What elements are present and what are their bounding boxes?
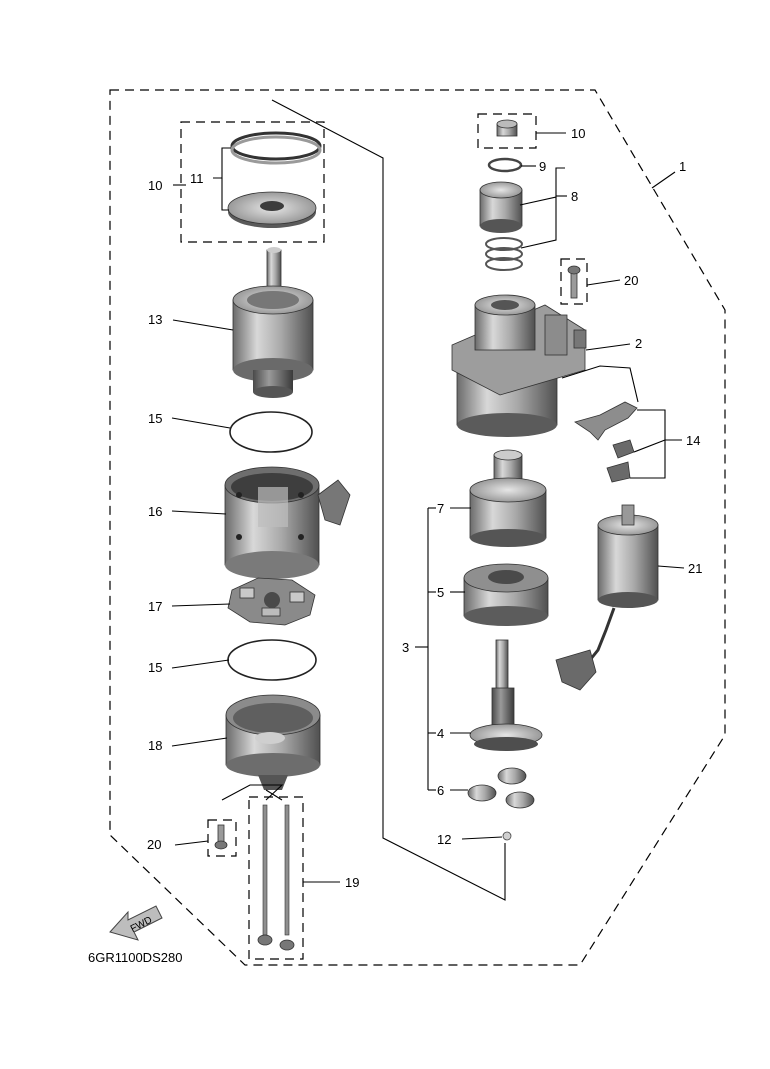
part-11-washer: [227, 191, 317, 228]
part-16-yoke: [224, 466, 351, 579]
leader-19-top: [221, 784, 284, 801]
callout-19: 19: [345, 875, 359, 890]
part-15-oring-lower: [227, 639, 317, 681]
part-20-bolt-left: [214, 824, 228, 850]
part-5-internal-gear: [463, 563, 549, 626]
leader-21: [657, 565, 685, 569]
callout-20-right: 20: [624, 273, 638, 288]
callout-16: 16: [148, 504, 162, 519]
group-box-10-right: [477, 113, 537, 149]
callout-18: 18: [148, 738, 162, 753]
assembly-boundary: [109, 89, 726, 966]
leader-1: [651, 171, 676, 189]
callout-2: 2: [635, 336, 642, 351]
part-4-drive-shaft: [469, 639, 543, 751]
part-12-ball: [502, 831, 512, 841]
part-9-ring: [487, 157, 523, 173]
leader-19-split: [265, 789, 283, 801]
callout-5: 5: [437, 585, 444, 600]
callout-11: 11: [190, 171, 204, 186]
part-13-housing: [232, 247, 314, 398]
leader-11-up: [213, 147, 231, 179]
leader-18: [171, 737, 228, 747]
fwd-arrow-icon: FWD: [109, 905, 163, 941]
leader-15-lower: [171, 659, 230, 669]
leader-16: [171, 510, 227, 515]
callout-4: 4: [437, 726, 444, 741]
callout-6: 6: [437, 783, 444, 798]
callout-10-right: 10: [571, 126, 585, 141]
part-19-bolts: [257, 804, 295, 951]
part-7-planet-carrier: [469, 449, 547, 547]
part-11-ring: [230, 131, 322, 165]
leader-14-pad1: [633, 439, 666, 453]
callout-10-left: 10: [148, 178, 162, 193]
leader-20-left: [174, 840, 209, 846]
leader-2: [585, 343, 631, 351]
part-21-solenoid: [555, 504, 659, 691]
part-8-spring: [485, 237, 523, 271]
leader-13: [172, 319, 234, 331]
part-8-pinion: [479, 181, 523, 233]
part-2-front-cover: [451, 294, 587, 437]
callout-9: 9: [539, 159, 546, 174]
callout-3: 3: [402, 640, 409, 655]
callout-7: 7: [437, 501, 444, 516]
leader-line-main: [271, 99, 506, 901]
group-box-20-right: [560, 258, 588, 305]
leader-8-top: [519, 167, 565, 206]
leader-15-upper: [171, 417, 231, 429]
group-box-19: [248, 796, 304, 960]
leader-12: [461, 836, 503, 840]
leader-14-top: [561, 365, 639, 403]
callout-14: 14: [686, 433, 700, 448]
leader-8-bottom: [520, 197, 557, 249]
leader-17: [171, 603, 231, 607]
group-box-20-left: [207, 819, 237, 857]
callout-12: 12: [437, 832, 451, 847]
callout-13: 13: [148, 312, 162, 327]
callout-17: 17: [148, 599, 162, 614]
part-10-cap: [496, 119, 518, 137]
part-18-end-cover: [225, 694, 321, 790]
leader-14-bracket: [630, 409, 666, 479]
part-6-planet-gears: [467, 767, 535, 809]
callout-20-left: 20: [147, 837, 161, 852]
part-20-bolt-right: [567, 265, 581, 299]
leader-11-down: [221, 178, 229, 211]
callout-15-upper: 15: [148, 411, 162, 426]
part-14-lever: [574, 401, 638, 483]
callout-21: 21: [688, 561, 702, 576]
leader-20-right: [586, 279, 621, 286]
part-17-brush-holder: [227, 577, 316, 626]
group-box-10: [180, 121, 325, 243]
callout-1: 1: [679, 159, 686, 174]
callout-15-lower: 15: [148, 660, 162, 675]
part-15-oring-upper: [229, 411, 313, 453]
diagram-code: 6GR1100DS280: [88, 950, 182, 965]
callout-8: 8: [571, 189, 578, 204]
